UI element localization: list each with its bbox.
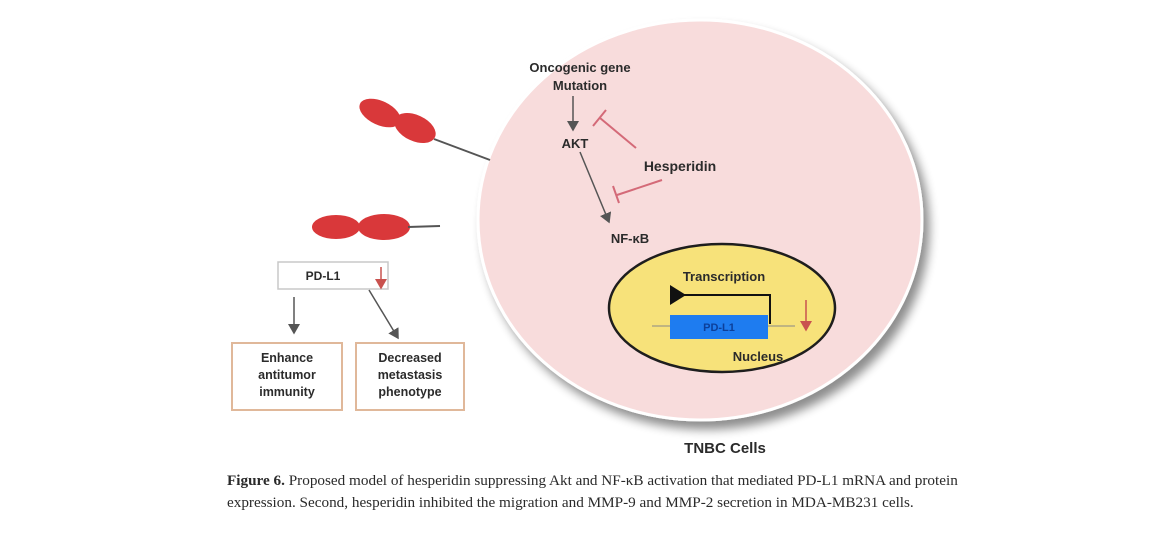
nfkb-label: NF-κB	[611, 231, 649, 246]
transcription-arrow	[670, 285, 771, 324]
oncogenic-gene-label: Oncogenic gene	[529, 60, 630, 75]
hesperidin-label: Hesperidin	[644, 158, 716, 174]
pd1-receptor-lower	[312, 214, 441, 240]
to-metastasis-arrow	[368, 289, 399, 340]
outcome-line: Enhance	[261, 351, 313, 365]
outcome-line: metastasis	[378, 368, 443, 382]
outcome-line: phenotype	[378, 385, 441, 399]
transcription-label: Transcription	[683, 269, 765, 284]
pdl1-protein-label: PD-L1	[306, 269, 341, 283]
pdl1-protein-box	[277, 261, 389, 290]
outcome-line: immunity	[259, 385, 315, 399]
caption-label: Figure 6.	[227, 472, 285, 489]
inhibit-akt-symbol	[592, 109, 637, 149]
pd1-receptor-upper	[359, 98, 491, 161]
pdl1-gene-box	[670, 315, 768, 339]
cell-type-label: TNBC Cells	[684, 440, 766, 457]
caption-text: Proposed model of hesperidin suppressing…	[227, 472, 958, 511]
inhibit-nfkb-symbol	[612, 179, 663, 204]
nucleus-label: Nucleus	[733, 349, 784, 364]
outcome-box-immunity: Enhance antitumor immunity	[231, 342, 343, 411]
outcome-line: Decreased	[378, 351, 441, 365]
pdl1-gene-label: PD-L1	[703, 322, 735, 334]
outcome-box-metastasis: Decreased metastasis phenotype	[355, 342, 465, 411]
akt-to-nfkb-arrow	[579, 151, 612, 224]
nucleus	[607, 242, 837, 374]
mutation-label: Mutation	[553, 78, 607, 93]
outcome-line: antitumor	[258, 368, 316, 382]
figure-caption: Figure 6. Proposed model of hesperidin s…	[227, 470, 967, 514]
akt-label: AKT	[562, 136, 589, 151]
